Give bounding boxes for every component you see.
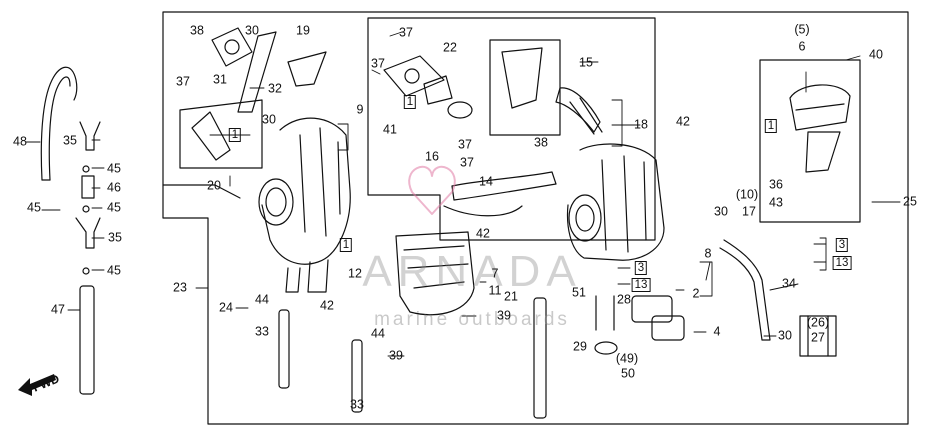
callout: 23 bbox=[173, 280, 187, 295]
callout: 50 bbox=[621, 366, 635, 381]
throttle-parts bbox=[191, 27, 327, 161]
callout: 11 bbox=[488, 283, 502, 298]
link-parts bbox=[501, 47, 603, 135]
callout: 33 bbox=[255, 324, 269, 339]
callout: 41 bbox=[383, 122, 397, 137]
watermark-heart-icon bbox=[408, 165, 456, 215]
callout: 45 bbox=[107, 161, 121, 176]
callout: 37 bbox=[460, 155, 474, 170]
callout: 19 bbox=[296, 23, 310, 38]
callout: (10) bbox=[735, 187, 759, 202]
callout: 22 bbox=[443, 40, 457, 55]
callout: 42 bbox=[320, 298, 334, 313]
float-bowl bbox=[395, 231, 475, 316]
callout: 37 bbox=[458, 137, 472, 152]
callout: 27 bbox=[811, 330, 825, 345]
right-carburetor bbox=[566, 143, 665, 261]
callout: (26) bbox=[806, 315, 830, 330]
callout: 31 bbox=[213, 72, 227, 87]
callout: 39 bbox=[389, 348, 403, 363]
callout: 40 bbox=[869, 47, 883, 62]
watermark-brand: ARNADA bbox=[362, 247, 582, 296]
left-carburetor bbox=[258, 117, 351, 293]
diaphragm-cover bbox=[383, 55, 473, 119]
callout: 4 bbox=[713, 324, 721, 339]
callout: 48 bbox=[13, 134, 27, 149]
callout-boxed: 3 bbox=[835, 238, 849, 252]
callout: 45 bbox=[27, 200, 41, 215]
callout: (5) bbox=[794, 22, 810, 37]
callout: 14 bbox=[479, 174, 493, 189]
callout: 7 bbox=[491, 266, 499, 281]
fwd-arrow-icon bbox=[18, 374, 56, 396]
callout-boxed: 1 bbox=[339, 238, 353, 252]
callout-boxed: 13 bbox=[631, 278, 651, 292]
callout: 34 bbox=[782, 276, 796, 291]
callout: 35 bbox=[63, 133, 77, 148]
callout: 18 bbox=[634, 117, 648, 132]
callout: 29 bbox=[573, 339, 587, 354]
callout: 33 bbox=[350, 397, 364, 412]
callout: 46 bbox=[107, 180, 121, 195]
callout-boxed: 13 bbox=[832, 256, 852, 270]
callout: 42 bbox=[476, 226, 490, 241]
callout: 25 bbox=[903, 194, 917, 209]
callout: 37 bbox=[176, 74, 190, 89]
callout-boxed: 3 bbox=[634, 261, 648, 275]
callout: 30 bbox=[714, 204, 728, 219]
callout: 45 bbox=[107, 263, 121, 278]
callout-boxed: 1 bbox=[403, 95, 417, 109]
callout: 37 bbox=[399, 25, 413, 40]
callout: 36 bbox=[769, 177, 783, 192]
callout: 12 bbox=[348, 266, 362, 281]
left-fittings bbox=[75, 121, 101, 395]
callout: (49) bbox=[615, 351, 639, 366]
callout: 37 bbox=[371, 56, 385, 71]
sub-assembly-outlines bbox=[162, 17, 861, 241]
leader-lines bbox=[25, 31, 901, 357]
callout-boxed: 1 bbox=[764, 119, 778, 133]
callout: 43 bbox=[769, 195, 783, 210]
callout: 24 bbox=[219, 300, 233, 315]
callout: 17 bbox=[742, 204, 756, 219]
callout: 30 bbox=[778, 328, 792, 343]
callout: 2 bbox=[692, 286, 700, 301]
callout: 39 bbox=[497, 308, 511, 323]
callout: 51 bbox=[572, 285, 586, 300]
fuel-hose-48 bbox=[40, 66, 78, 181]
callout: 44 bbox=[255, 292, 269, 307]
callout: 28 bbox=[617, 292, 631, 307]
callout: 30 bbox=[262, 112, 276, 127]
callout: 20 bbox=[207, 178, 221, 193]
callout: 38 bbox=[534, 135, 548, 150]
callout-boxed: 1 bbox=[228, 128, 242, 142]
watermark-tagline: marine outboards bbox=[374, 309, 570, 330]
assembly-frame bbox=[162, 11, 909, 425]
callout: 38 bbox=[190, 23, 204, 38]
callout: 21 bbox=[504, 289, 518, 304]
callout: 30 bbox=[245, 23, 259, 38]
callout: 47 bbox=[51, 302, 65, 317]
callout: 45 bbox=[107, 200, 121, 215]
callout: 8 bbox=[704, 246, 712, 261]
top-cover bbox=[789, 84, 851, 173]
callout-brackets bbox=[337, 99, 827, 297]
callout: 16 bbox=[425, 149, 439, 164]
callout: 9 bbox=[356, 102, 364, 117]
callout: 15 bbox=[579, 55, 593, 70]
intake-tube bbox=[443, 171, 557, 217]
callout: 44 bbox=[371, 326, 385, 341]
callout: 35 bbox=[108, 230, 122, 245]
callout: 6 bbox=[798, 39, 806, 54]
right-hoses bbox=[719, 239, 837, 357]
callout: 32 bbox=[268, 81, 282, 96]
callout: 42 bbox=[676, 114, 690, 129]
lower-jets bbox=[278, 295, 685, 419]
